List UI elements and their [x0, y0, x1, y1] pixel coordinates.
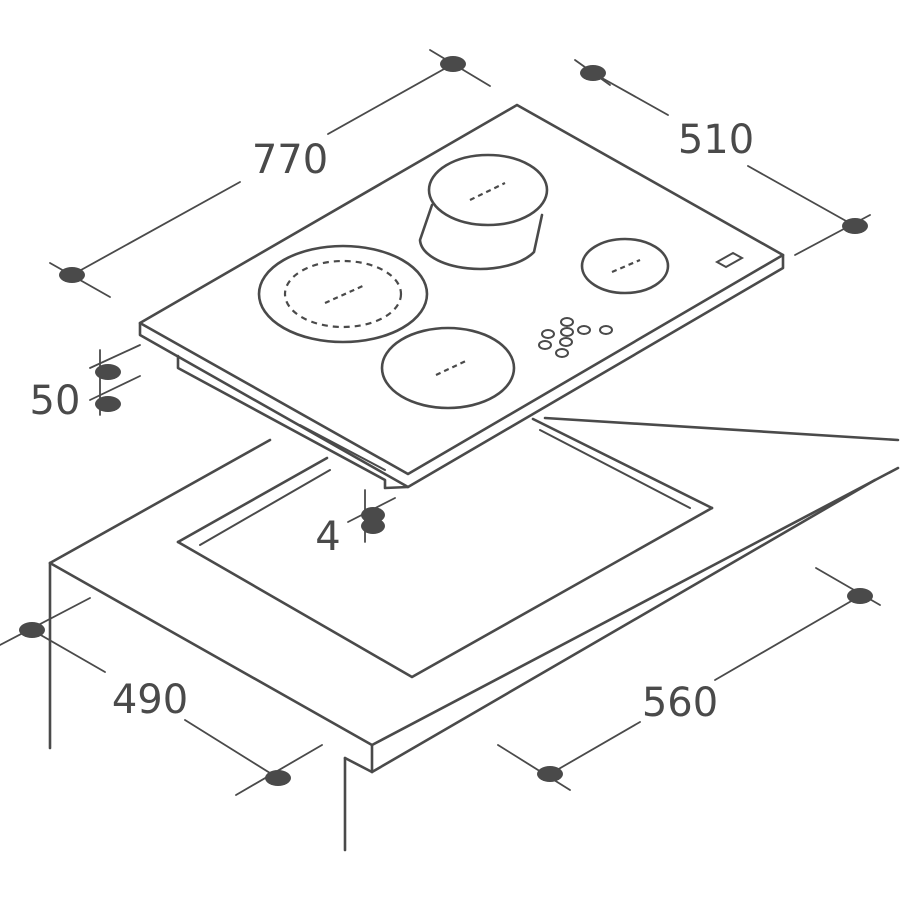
dimension-label-50: 50 [30, 378, 81, 424]
dimension-490: 490 [0, 597, 323, 796]
indicator-window [714, 251, 745, 269]
cutout-right-edge [531, 417, 714, 510]
zone-rear [427, 153, 549, 227]
measurement-dot-icon [95, 364, 121, 380]
measurement-dot-icon [361, 507, 385, 523]
zone-rear-marker [469, 182, 506, 201]
measurement-dot-icon [361, 518, 385, 534]
dimension-770: 770 [49, 49, 491, 298]
dimension-label-560: 560 [642, 680, 718, 726]
measurement-dot-icon [537, 766, 563, 782]
countertop [48, 416, 900, 852]
dimension-label-770: 770 [252, 137, 328, 183]
zone-small-marker [611, 258, 641, 274]
zone-large-marker [324, 283, 366, 305]
countertop-front-thickness [370, 478, 877, 774]
cutout-inner-right [539, 429, 691, 509]
cutout-left-edge [176, 456, 329, 544]
pan-icon [418, 203, 544, 271]
dimension-560: 560 [497, 567, 881, 791]
hob [138, 103, 785, 490]
dimension-label-4: 4 [315, 514, 340, 560]
hob-glass-thickness [138, 253, 785, 489]
measurement-dot-icon [580, 65, 606, 81]
control-buttons-icon [538, 317, 613, 358]
zone-large-inner [283, 259, 403, 329]
countertop-leg-join [343, 756, 374, 774]
zone-large-outer [257, 244, 429, 344]
hob-body-inner [299, 424, 386, 471]
countertop-back-left-edge [48, 438, 272, 565]
measurement-dot-icon [265, 770, 291, 786]
zone-front [380, 326, 516, 410]
cutout-front-edges [176, 506, 714, 679]
cutout [176, 417, 714, 679]
measurement-dot-icon [19, 622, 45, 638]
cutout-inner-left [199, 469, 331, 546]
zone-front-marker [435, 359, 469, 376]
dimension-label-490: 490 [112, 677, 188, 723]
dimension-510: 510 [574, 59, 871, 256]
measurement-dot-icon [59, 267, 85, 283]
zone-small [580, 237, 670, 295]
measurement-dot-icon [847, 588, 873, 604]
countertop-back-right-edge [543, 416, 900, 442]
hob-body [176, 354, 410, 490]
measurement-dot-icon [95, 396, 121, 412]
dimension-4: 4 [315, 489, 396, 560]
measurement-dot-icon [440, 56, 466, 72]
dimension-50: 50 [30, 344, 141, 424]
measurement-dot-icon [842, 218, 868, 234]
dimension-label-510: 510 [678, 117, 754, 163]
